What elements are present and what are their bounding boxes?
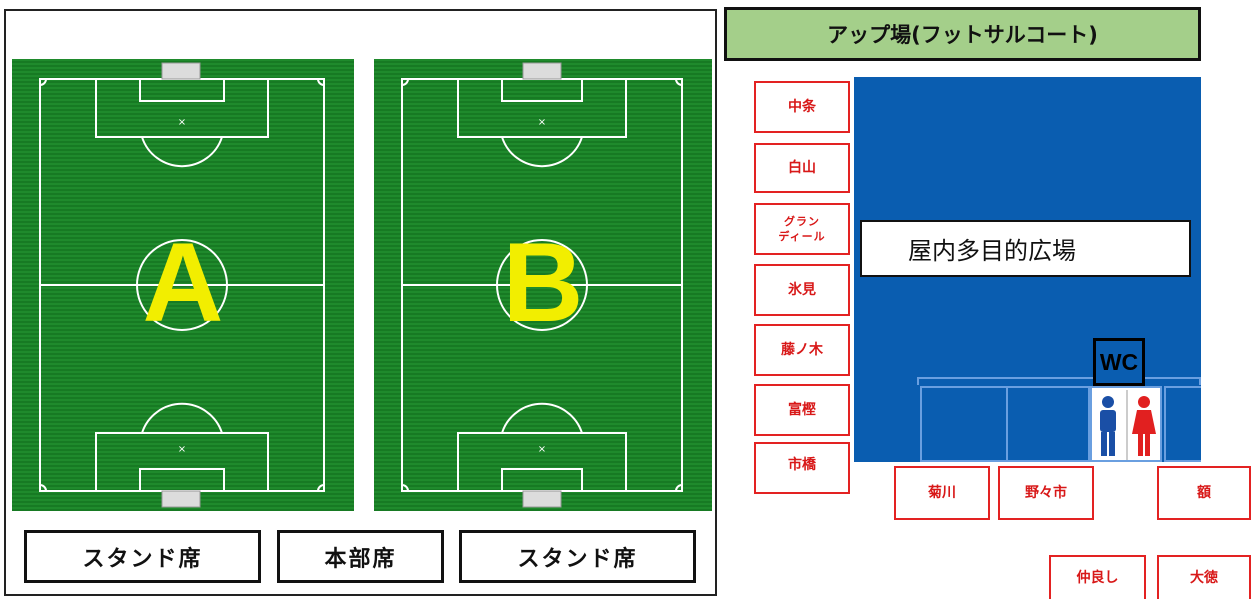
- team-box-ichihashi: 市橋: [754, 442, 850, 494]
- male-toilet-icon: [1100, 396, 1116, 456]
- warmup-area-title: アップ場(フットサルコート): [724, 7, 1201, 61]
- team-box-grandeal: グラン ディール: [754, 203, 850, 255]
- team-box-hakusan: 白山: [754, 143, 850, 193]
- pitch-letter-a: A: [142, 219, 224, 345]
- svg-text:×: ×: [178, 117, 186, 128]
- pitch-b-markings: × ×: [401, 62, 683, 508]
- svg-text:×: ×: [538, 444, 546, 455]
- pitch-b: × × B: [374, 59, 712, 511]
- room-outline-2: [1008, 386, 1090, 462]
- room-outline-3: [1164, 386, 1201, 462]
- right-stand-seats: スタンド席: [459, 530, 696, 583]
- team-box-fujinoki: 藤ノ木: [754, 324, 850, 376]
- pitch-a: × × A: [12, 59, 354, 511]
- goal-bottom-b: [522, 490, 562, 508]
- goal-top-a: [161, 62, 201, 80]
- team-box-daitoku: 大徳: [1157, 555, 1251, 599]
- headquarters-seats: 本部席: [277, 530, 444, 583]
- goal-top-b: [522, 62, 562, 80]
- female-toilet-icon: [1132, 396, 1156, 456]
- team-box-nonoichi: 野々市: [998, 466, 1094, 520]
- svg-text:×: ×: [178, 444, 186, 455]
- team-box-togashi: 富樫: [754, 384, 850, 436]
- goal-bottom-a: [161, 490, 201, 508]
- indoor-area-label: 屋内多目的広場: [860, 220, 1191, 277]
- room-outline-1: [920, 386, 1008, 462]
- team-box-nakayoshi: 仲良し: [1049, 555, 1146, 599]
- restroom-icon: [1100, 390, 1156, 460]
- room-outline-band: [917, 377, 1201, 385]
- restroom: [1090, 386, 1162, 462]
- svg-text:×: ×: [538, 117, 546, 128]
- left-stand-seats: スタンド席: [24, 530, 261, 583]
- team-box-himi: 氷見: [754, 264, 850, 316]
- team-box-nuka: 額: [1157, 466, 1251, 520]
- wc-label: WC: [1093, 338, 1145, 386]
- pitch-a-markings: × ×: [39, 62, 325, 508]
- team-box-nakajo: 中条: [754, 81, 850, 133]
- pitch-letter-b: B: [502, 219, 584, 345]
- team-box-kikugawa: 菊川: [894, 466, 990, 520]
